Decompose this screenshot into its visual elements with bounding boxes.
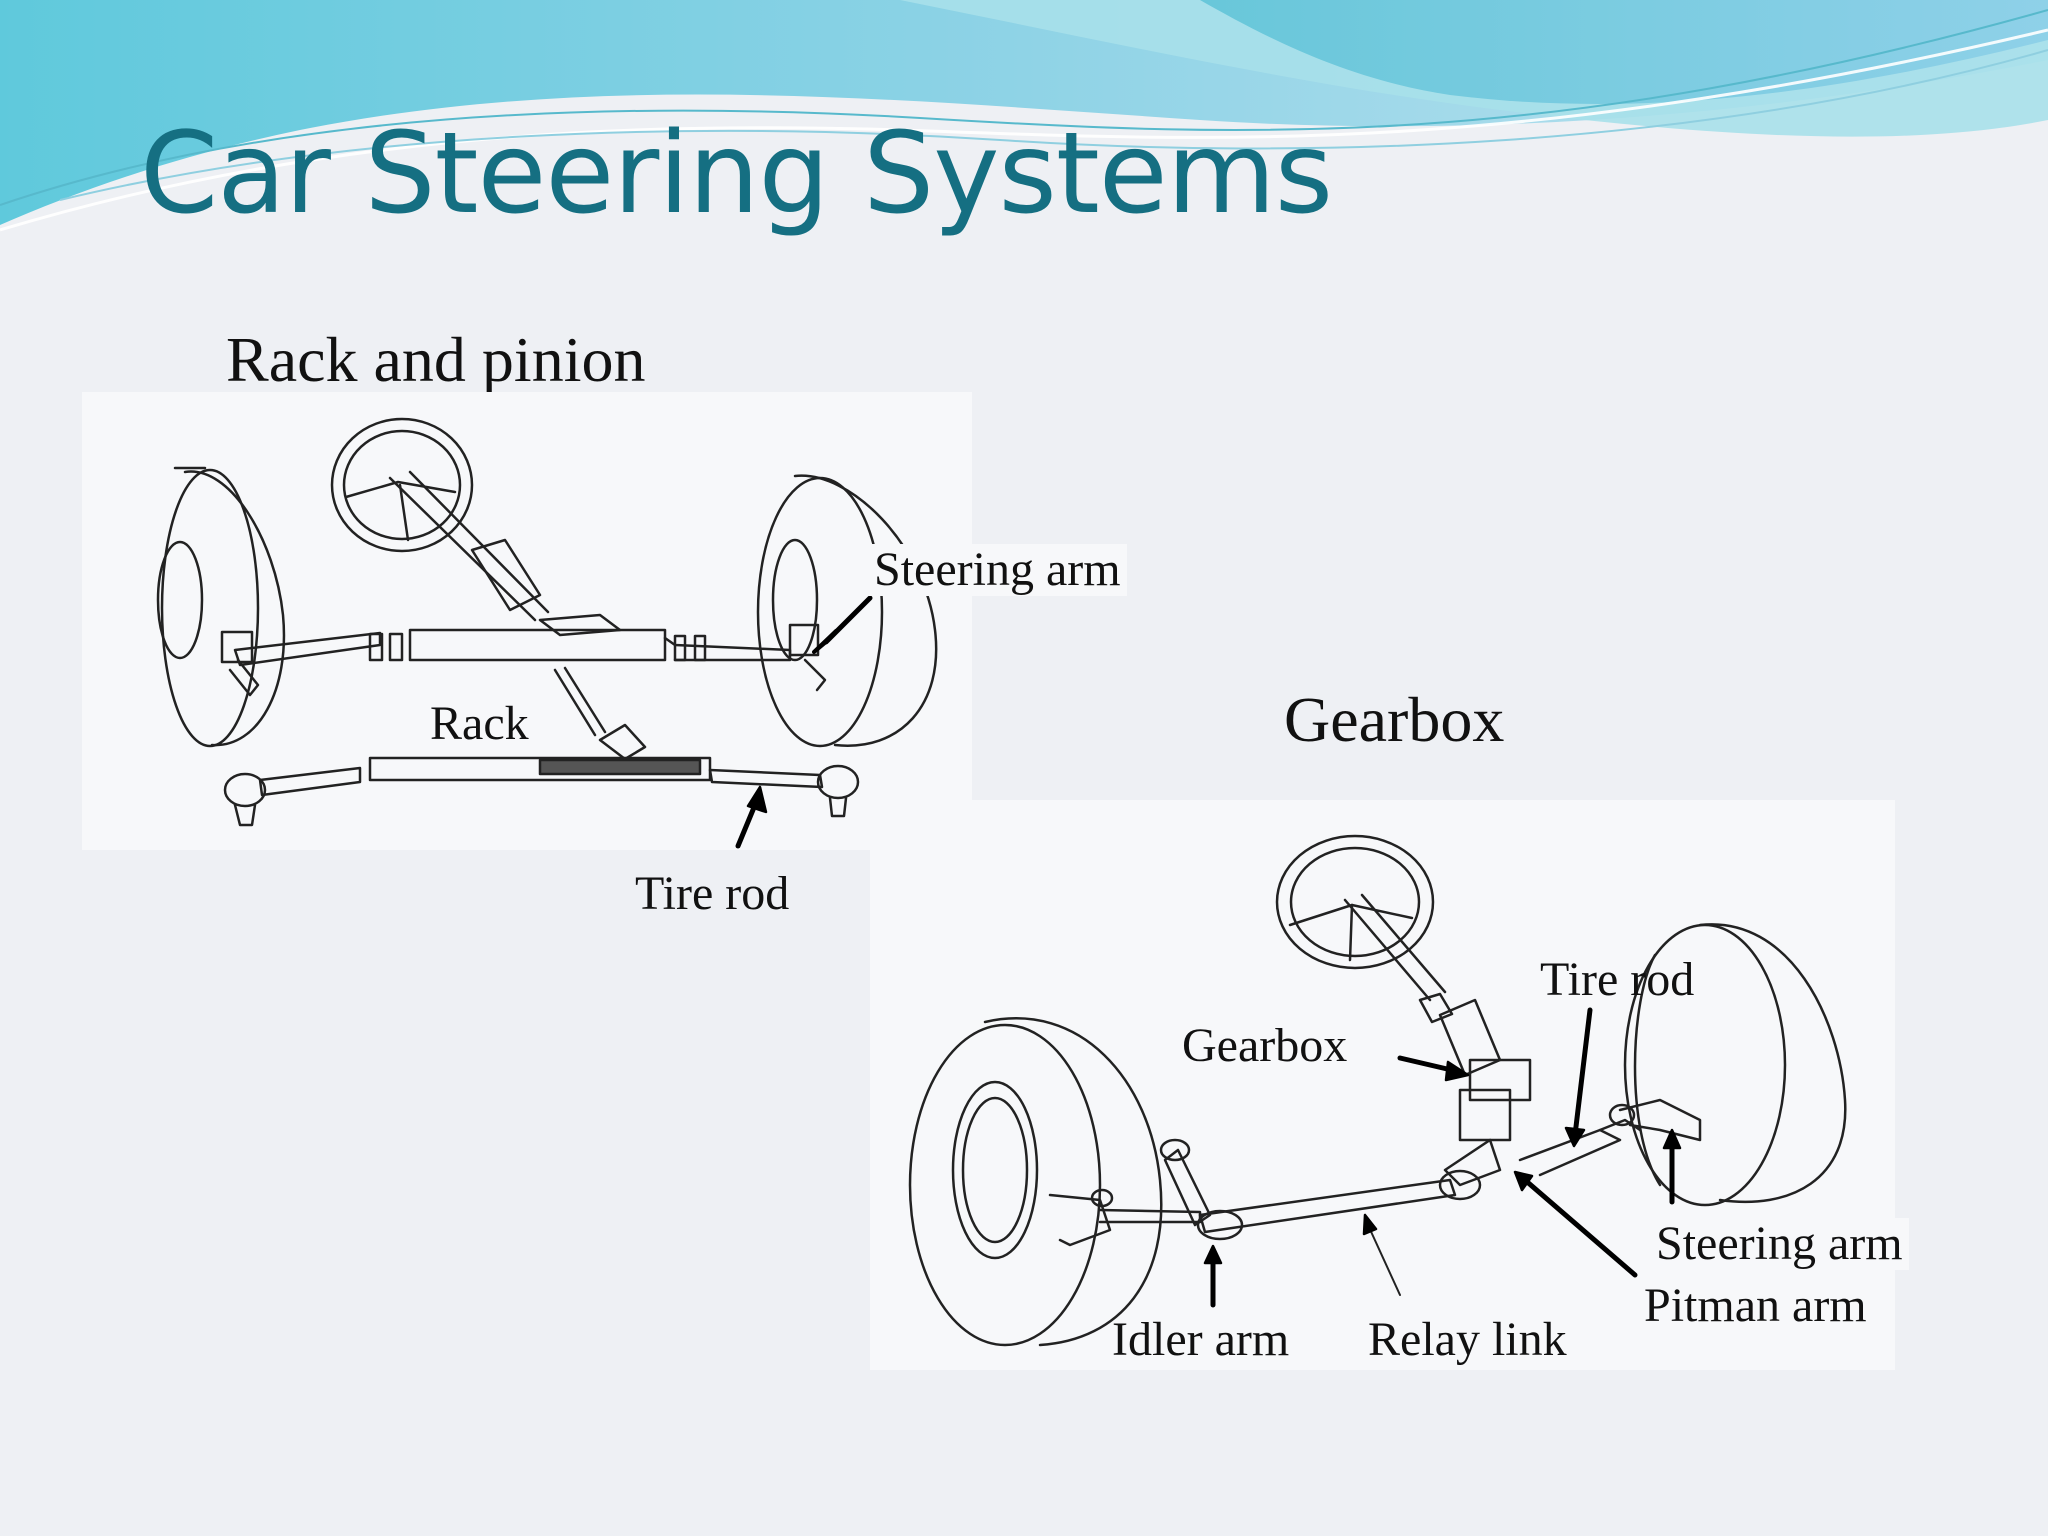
gearbox-right-wheel-icon (1623, 923, 1847, 1207)
steering-wheel-icon (330, 417, 550, 622)
label-tire-rod-gearbox: Tire rod (1540, 953, 1695, 1006)
label-pitman-arm: Pitman arm (1644, 1279, 1867, 1332)
wave-header (0, 0, 2048, 232)
left-wheel-icon (156, 466, 286, 748)
label-steering-arm-rack: Steering arm (868, 544, 1127, 596)
right-wheel-icon (756, 474, 938, 748)
label-rack: Rack (430, 697, 529, 750)
gearbox-left-wheel-icon (908, 1017, 1163, 1347)
gearbox-panel (870, 800, 1895, 1370)
rack-and-pinion-heading: Rack and pinion (226, 324, 646, 395)
label-steering-arm-gearbox: Steering arm (1650, 1218, 1909, 1270)
gearbox-steering-wheel-icon (1275, 834, 1454, 1024)
label-idler-arm: Idler arm (1112, 1313, 1290, 1366)
rack-and-pinion-panel (82, 392, 972, 850)
label-relay-link: Relay link (1368, 1313, 1567, 1366)
gearbox-heading: Gearbox (1284, 684, 1505, 755)
label-gearbox: Gearbox (1182, 1019, 1348, 1072)
slide-title: Car Steering Systems (140, 109, 1333, 239)
label-tire-rod-rack: Tire rod (635, 867, 790, 920)
